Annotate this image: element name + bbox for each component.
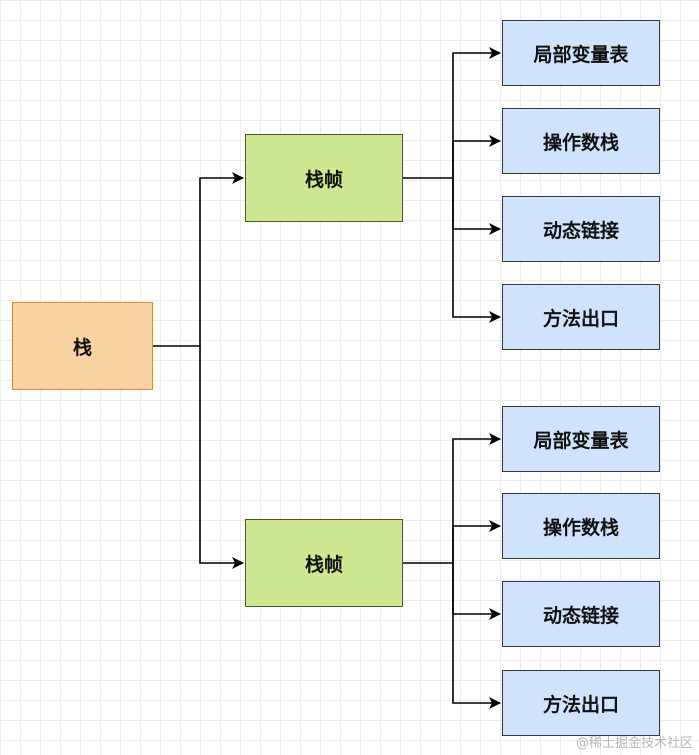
frame-2-dynamic-linking-node[interactable]: 动态链接 [502,581,660,647]
edge-root-to-frame-1 [153,172,244,347]
edge-frame-2-to-leaf-2 [452,520,501,563]
frame-1-method-exit-node[interactable]: 方法出口 [502,284,660,350]
edge-frame-1-to-leaf-4 [452,178,501,323]
edge-frame-2-to-leaf-4 [452,563,501,709]
edge-frame-1-to-leaf-2 [452,135,501,178]
frame-2-operand-stack-node[interactable]: 操作数栈 [502,493,660,559]
frame-1-local-variable-table-node[interactable]: 局部变量表 [502,20,660,86]
frame-1-operand-stack-node[interactable]: 操作数栈 [502,108,660,174]
edge-frame-2-to-leaf-1 [403,433,501,564]
stack-node[interactable]: 栈 [12,302,153,390]
watermark-text: @稀土掘金技术社区 [575,736,693,751]
frame-1-dynamic-linking-node[interactable]: 动态链接 [502,196,660,262]
frame-2-local-variable-table-node[interactable]: 局部变量表 [502,406,660,472]
stack-frame-node-1[interactable]: 栈帧 [245,134,403,222]
stack-frame-node-2[interactable]: 栈帧 [245,519,403,607]
edge-frame-2-to-leaf-3 [452,563,501,620]
edge-frame-1-to-leaf-1 [403,47,501,179]
edge-root-to-frame-2 [199,346,244,569]
edge-frame-1-to-leaf-3 [452,178,501,235]
frame-2-method-exit-node[interactable]: 方法出口 [502,670,660,736]
